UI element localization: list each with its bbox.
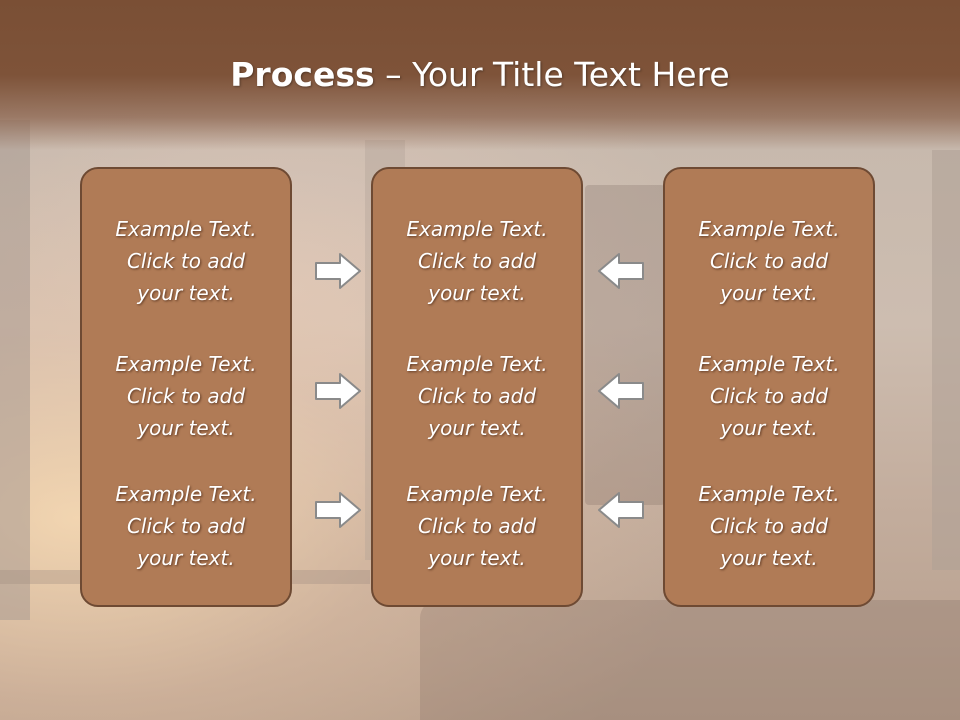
text-placeholder[interactable]: Example Text. Click to add your text.	[373, 478, 581, 574]
item-line: Click to add	[709, 249, 829, 273]
item-line: Click to add	[417, 514, 537, 538]
item-line: Click to add	[709, 514, 829, 538]
item-line: your text.	[137, 416, 235, 440]
item-line: Example Text.	[406, 482, 548, 506]
item-line: Example Text.	[115, 217, 257, 241]
arrow-left-icon[interactable]	[597, 371, 645, 411]
process-box-left[interactable]: Example Text. Click to add your text. Ex…	[80, 167, 292, 607]
item-line: Example Text.	[698, 217, 840, 241]
arrow-left-icon[interactable]	[597, 490, 645, 530]
text-placeholder[interactable]: Example Text. Click to add your text.	[82, 478, 290, 574]
background-computer-tower	[585, 185, 665, 505]
text-placeholder[interactable]: Example Text. Click to add your text.	[373, 213, 581, 309]
process-box-center[interactable]: Example Text. Click to add your text. Ex…	[371, 167, 583, 607]
text-placeholder[interactable]: Example Text. Click to add your text.	[665, 348, 873, 444]
item-line: your text.	[137, 281, 235, 305]
text-placeholder[interactable]: Example Text. Click to add your text.	[82, 213, 290, 309]
title-text: – Your Title Text Here	[374, 55, 730, 94]
background-keyboard	[420, 600, 960, 720]
item-line: your text.	[720, 281, 818, 305]
arrow-left-icon[interactable]	[597, 251, 645, 291]
arrow-right-icon[interactable]	[314, 251, 362, 291]
arrow-right-icon[interactable]	[314, 371, 362, 411]
title-bold: Process	[230, 55, 375, 94]
item-line: your text.	[720, 416, 818, 440]
text-placeholder[interactable]: Example Text. Click to add your text.	[665, 213, 873, 309]
text-placeholder[interactable]: Example Text. Click to add your text.	[373, 348, 581, 444]
process-box-right[interactable]: Example Text. Click to add your text. Ex…	[663, 167, 875, 607]
item-line: your text.	[428, 281, 526, 305]
text-placeholder[interactable]: Example Text. Click to add your text.	[665, 478, 873, 574]
item-line: Click to add	[417, 249, 537, 273]
item-line: Example Text.	[406, 352, 548, 376]
item-line: your text.	[137, 546, 235, 570]
arrow-right-icon[interactable]	[314, 490, 362, 530]
item-line: Click to add	[417, 384, 537, 408]
item-line: your text.	[428, 546, 526, 570]
item-line: your text.	[428, 416, 526, 440]
background-window-frame	[0, 120, 30, 620]
text-placeholder[interactable]: Example Text. Click to add your text.	[82, 348, 290, 444]
item-line: Example Text.	[698, 352, 840, 376]
title-bar	[0, 0, 960, 150]
item-line: Example Text.	[406, 217, 548, 241]
item-line: Click to add	[126, 384, 246, 408]
item-line: Example Text.	[698, 482, 840, 506]
item-line: your text.	[720, 546, 818, 570]
item-line: Click to add	[709, 384, 829, 408]
item-line: Click to add	[126, 514, 246, 538]
slide-title[interactable]: Process – Your Title Text Here	[0, 52, 960, 98]
item-line: Example Text.	[115, 352, 257, 376]
item-line: Example Text.	[115, 482, 257, 506]
background-window-frame-right	[932, 150, 960, 570]
item-line: Click to add	[126, 249, 246, 273]
